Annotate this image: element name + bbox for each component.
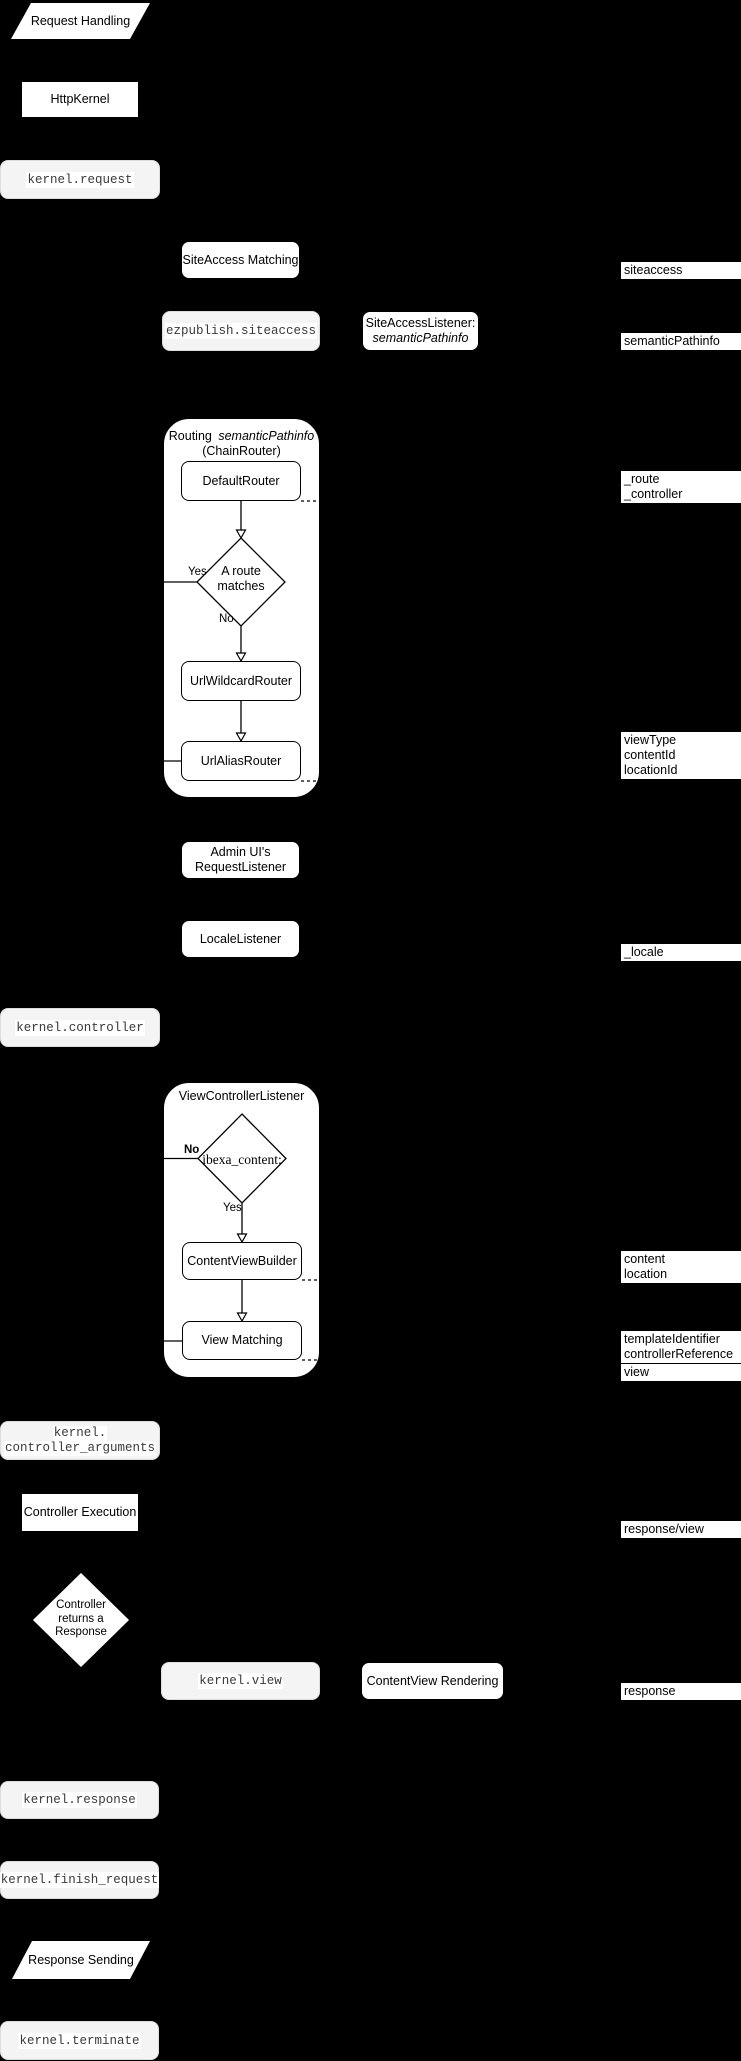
node-kernel-view-label: kernel.view: [198, 1673, 283, 1689]
node-admin-ui-request-listener: Admin UI's RequestListener: [181, 841, 300, 879]
vcl-connectors: [164, 1113, 321, 1361]
node-view-matching: View Matching: [182, 1321, 302, 1360]
node-kernel-terminate: kernel.terminate: [0, 2021, 159, 2060]
node-url-alias-router: UrlAliasRouter: [181, 741, 301, 781]
routing-container-subtitle: (ChainRouter): [202, 444, 281, 458]
node-siteaccess-listener-line2: semanticPathinfo: [372, 331, 469, 345]
controller-returns-line2: returns a: [58, 1612, 104, 1625]
controller-returns-line3: Response: [55, 1626, 107, 1638]
annotation-template-identifier: templateIdentifier: [624, 1332, 720, 1346]
node-controller-execution: Controller Execution: [21, 1493, 139, 1532]
decision-controller-returns-response: Controller returns a Response: [31, 1571, 131, 1669]
vcl-container-title: ViewControllerListener: [178, 1089, 305, 1103]
node-kernel-view: kernel.view: [161, 1662, 320, 1700]
node-response-sending: Response Sending: [12, 1941, 150, 1979]
routing-container-title: Routing semanticPathinfo: [164, 429, 319, 444]
arrowhead-icon: [235, 732, 247, 743]
arrowhead-icon: [236, 1233, 248, 1244]
routing-title-text: Routing: [168, 429, 212, 443]
routing-connectors: [164, 500, 321, 782]
decision-route-matches-text: A route matches: [197, 564, 285, 594]
node-kernel-controller-arguments: kernel. controller_arguments: [0, 1421, 160, 1460]
route-matches-line2: matches: [217, 579, 265, 593]
node-kernel-finish-request: kernel.finish_request: [0, 1861, 160, 1899]
node-locale-listener: LocaleListener: [181, 920, 300, 958]
node-http-kernel: HttpKernel: [21, 81, 139, 118]
annotation-semantic-pathinfo: semanticPathinfo: [621, 333, 741, 350]
annotation-view-params: viewType contentId locationId: [621, 732, 741, 779]
node-ezpublish-siteaccess: ezpublish.siteaccess: [162, 311, 320, 351]
label-yes: Yes: [223, 1202, 242, 1214]
node-request-handling-label: Request Handling: [30, 14, 131, 28]
annotation-location-id: locationId: [624, 763, 678, 777]
controller-returns-text: Controller returns a Response: [31, 1599, 131, 1640]
container-routing-chainrouter: Routing semanticPathinfo (ChainRouter) D…: [163, 418, 321, 798]
node-contentview-rendering-label: ContentView Rendering: [366, 1673, 499, 1688]
annotation-siteaccess: siteaccess: [621, 262, 741, 279]
annotation-response-view: response/view: [621, 1521, 741, 1538]
node-default-router: DefaultRouter: [181, 461, 301, 501]
label-yes: Yes: [188, 566, 207, 578]
node-kernel-request-label: kernel.request: [26, 171, 134, 188]
node-url-wildcard-router: UrlWildcardRouter: [181, 661, 301, 701]
routing-title-italic: semanticPathinfo: [218, 429, 315, 443]
decision-ibexa-content-text: ibexa_content:: [202, 1152, 282, 1167]
node-admin-ui-line1: Admin UI's: [210, 845, 271, 859]
node-siteaccess-matching: SiteAccess Matching: [181, 241, 300, 279]
node-admin-ui-line2: RequestListener: [194, 860, 287, 874]
node-kernel-controller-label: kernel.controller: [15, 1019, 145, 1036]
node-kernel-response-label: kernel.response: [22, 1792, 137, 1808]
node-siteaccess-matching-label: SiteAccess Matching: [182, 252, 299, 267]
arrowhead-icon: [235, 652, 247, 663]
node-http-kernel-label: HttpKernel: [50, 92, 110, 106]
annotation-route: _route: [624, 472, 660, 486]
node-url-wildcard-router-label: UrlWildcardRouter: [189, 673, 293, 688]
controller-returns-line1: Controller: [56, 1599, 106, 1611]
node-kernel-controller-arguments-line2: controller_arguments: [3, 1440, 157, 1456]
arrowhead-icon: [236, 1312, 248, 1323]
controller-returns-diamond: [31, 1571, 131, 1669]
node-kernel-controller: kernel.controller: [0, 1008, 160, 1047]
node-kernel-response: kernel.response: [0, 1781, 159, 1819]
node-kernel-request: kernel.request: [0, 160, 160, 199]
node-content-view-builder: ContentViewBuilder: [182, 1242, 302, 1280]
node-ezpublish-siteaccess-label: ezpublish.siteaccess: [164, 323, 318, 339]
node-kernel-terminate-label: kernel.terminate: [18, 2032, 141, 2049]
node-locale-listener-label: LocaleListener: [199, 931, 282, 946]
annotation-view: view: [621, 1363, 741, 1381]
node-contentview-rendering: ContentView Rendering: [361, 1662, 504, 1700]
diamond-shape: [31, 1571, 131, 1669]
annotation-controller-reference: controllerReference: [624, 1347, 734, 1361]
node-default-router-label: DefaultRouter: [202, 473, 280, 488]
annotation-locale: _locale: [621, 944, 741, 961]
node-siteaccess-listener: SiteAccessListener: semanticPathinfo: [362, 311, 479, 351]
annotation-content-id: contentId: [624, 748, 676, 762]
node-response-sending-label: Response Sending: [28, 1953, 134, 1967]
node-url-alias-router-label: UrlAliasRouter: [200, 753, 282, 768]
node-controller-execution-label: Controller Execution: [23, 1505, 137, 1519]
annotation-location: location: [624, 1267, 668, 1281]
label-no: No: [219, 613, 234, 625]
node-kernel-finish-request-label: kernel.finish_request: [0, 1872, 160, 1888]
annotation-response: response: [621, 1683, 741, 1700]
node-request-handling: Request Handling: [11, 3, 150, 39]
label-no: No: [184, 1144, 200, 1156]
node-kernel-controller-arguments-line1: kernel.: [52, 1425, 108, 1441]
annotation-template-controller: templateIdentifier controllerReference: [621, 1331, 741, 1363]
container-view-controller-listener: ViewControllerListener ibexa_content: No…: [163, 1082, 321, 1378]
node-content-view-builder-label: ContentViewBuilder: [187, 1253, 297, 1268]
node-siteaccess-listener-line1: SiteAccessListener:: [365, 316, 476, 330]
node-view-matching-label: View Matching: [201, 1333, 283, 1347]
annotation-view-type: viewType: [624, 733, 677, 747]
annotation-content: content: [624, 1252, 666, 1266]
annotation-controller: _controller: [624, 487, 683, 501]
route-matches-line1: A route: [221, 564, 261, 578]
arrowhead-icon: [235, 529, 247, 540]
annotation-route-controller: _route _controller: [621, 471, 741, 503]
annotation-content-location: content location: [621, 1251, 741, 1283]
